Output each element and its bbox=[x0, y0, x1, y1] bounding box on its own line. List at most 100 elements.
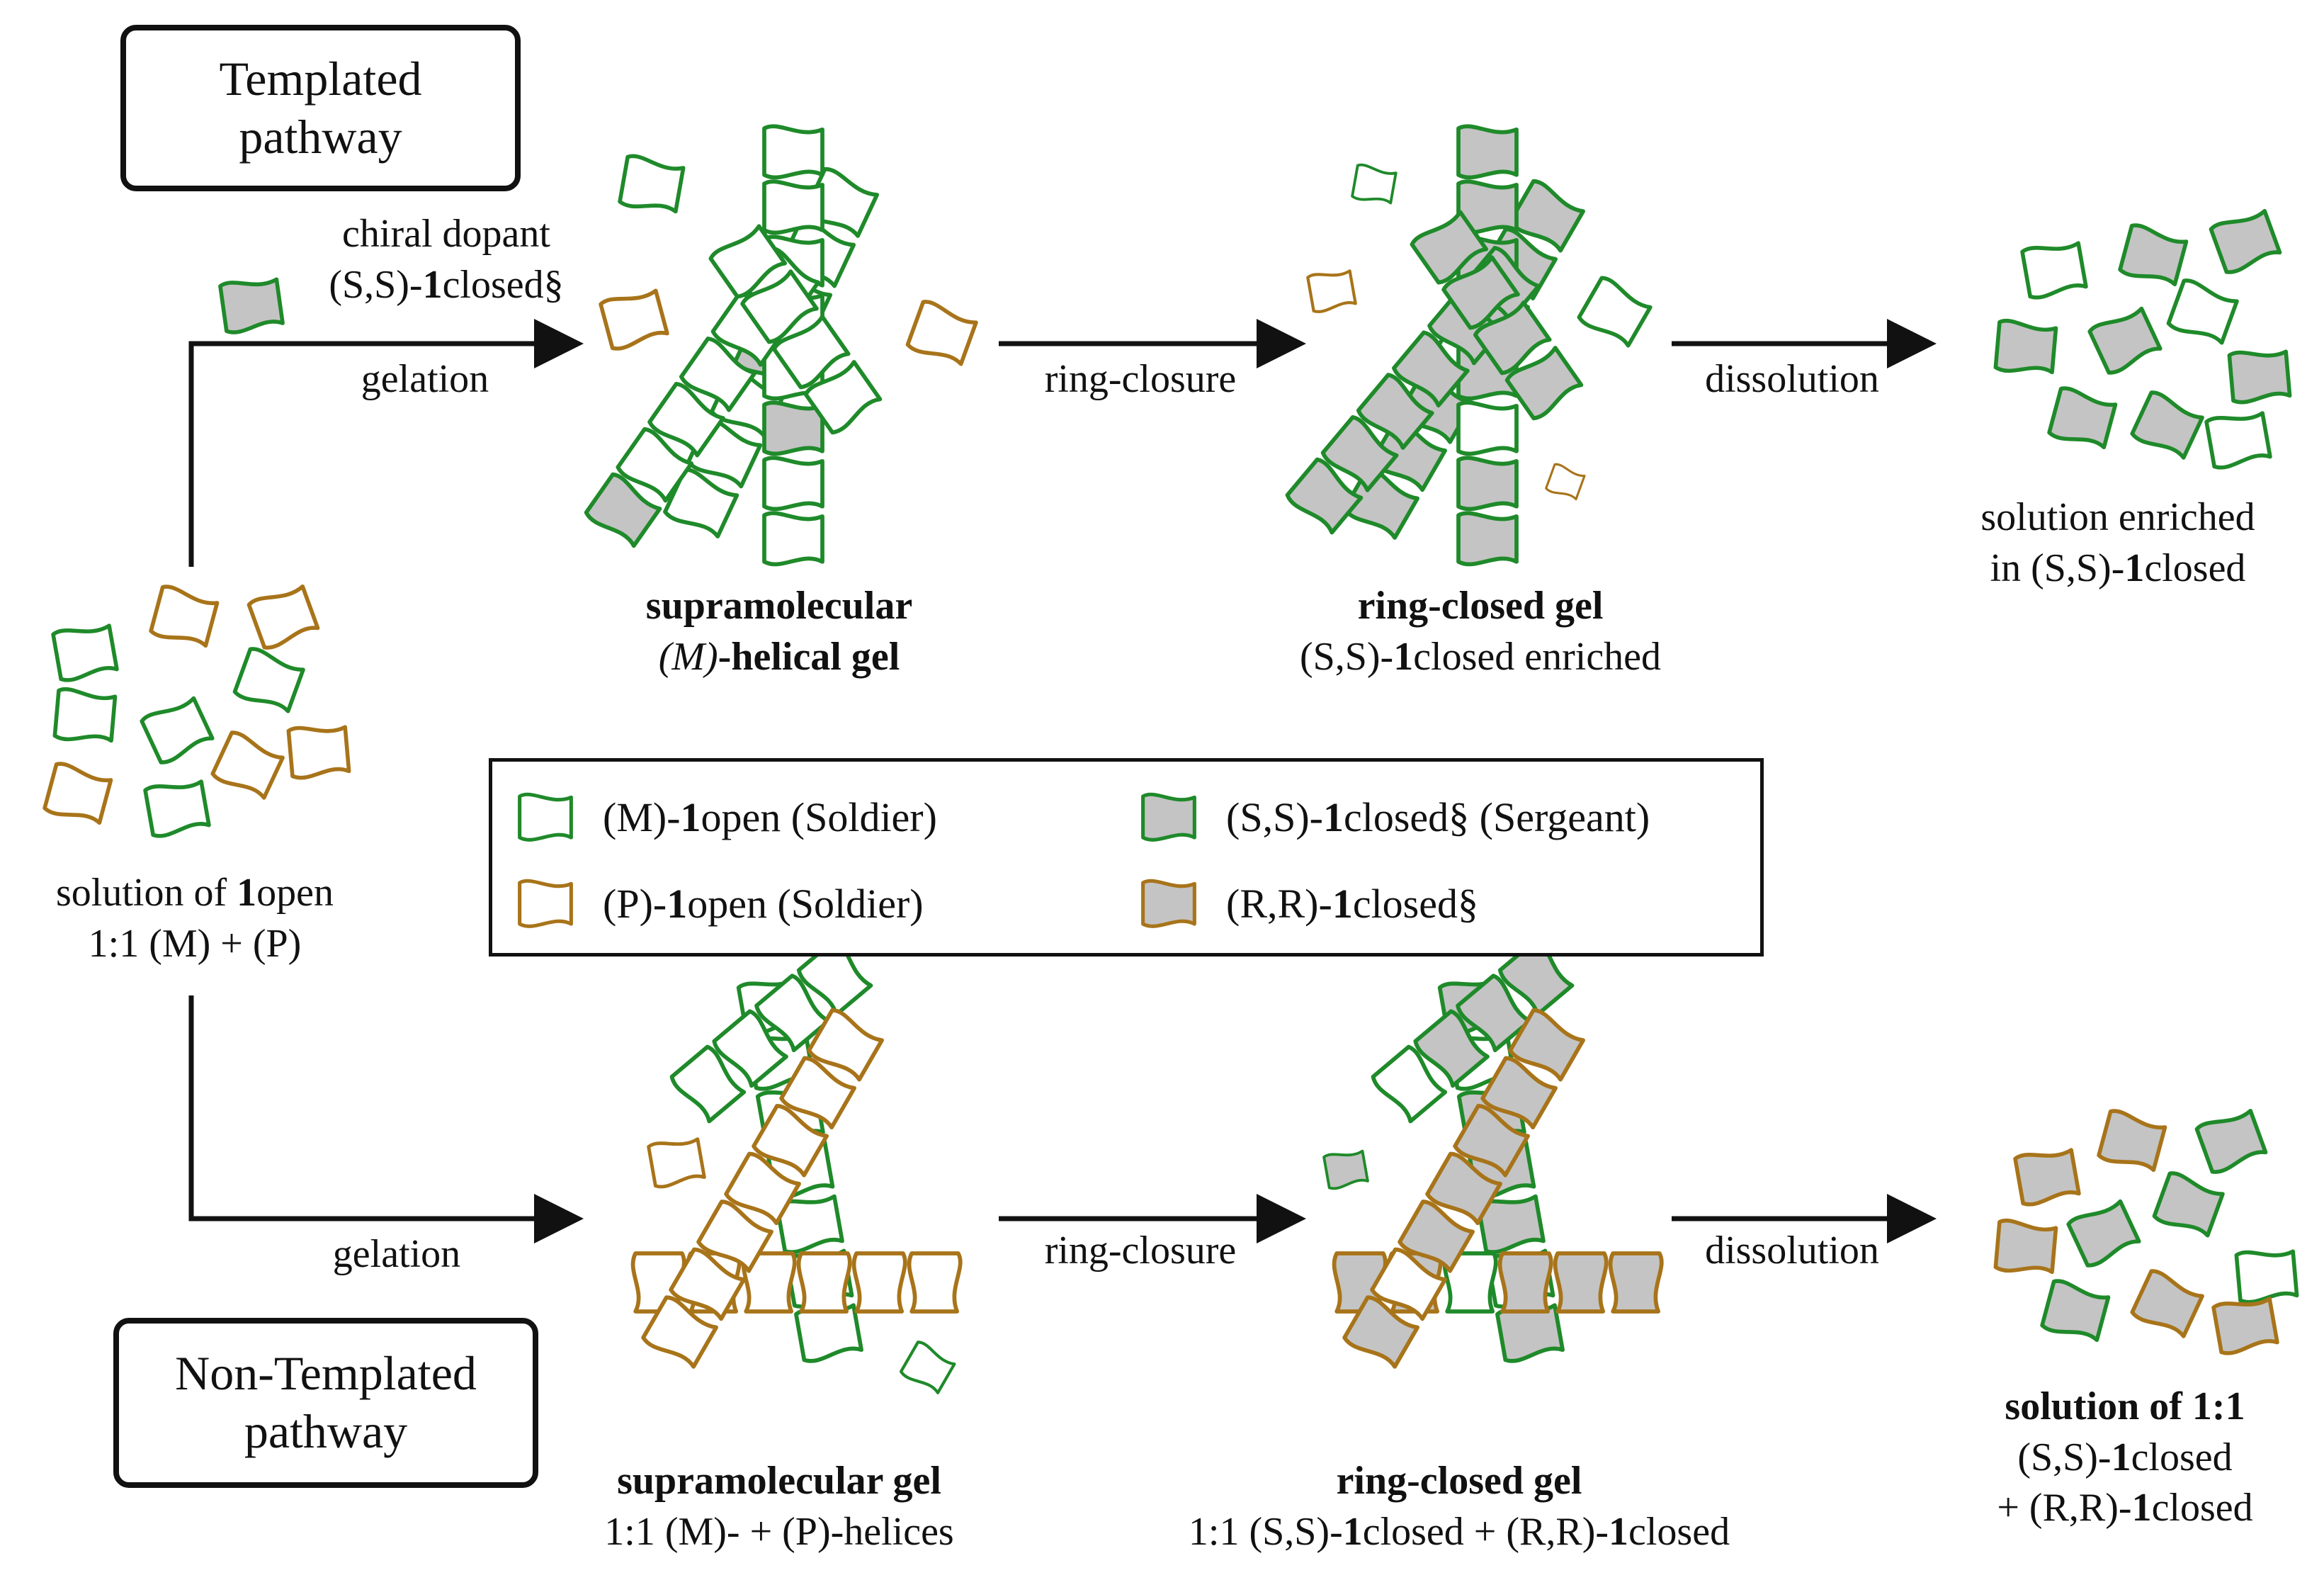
bottom-gel2-line2-a: 1:1 (S,S)- bbox=[1188, 1509, 1343, 1554]
start-unit-icon bbox=[212, 730, 284, 800]
start-unit-icon bbox=[234, 648, 304, 714]
top-result-unit-icon bbox=[2089, 305, 2161, 375]
legend-p-open-b: 1 bbox=[667, 880, 688, 927]
top-result-unit-icon bbox=[2119, 224, 2187, 287]
top-gel2-unit-icon bbox=[1458, 513, 1517, 564]
templated-pathway-box: Templated pathway bbox=[120, 25, 521, 191]
bottom-gel1-free-icon bbox=[900, 1341, 956, 1394]
top-gel2-free-icon bbox=[1544, 462, 1587, 502]
start-unit-icon bbox=[288, 724, 349, 779]
bottom-gel2-unit-icon bbox=[1555, 1253, 1606, 1311]
top-gel2-line2-c: closed enriched bbox=[1413, 634, 1662, 679]
legend-ss-closed-a: (S,S)- bbox=[1226, 794, 1323, 840]
top-ring-closure-label: ring-closure bbox=[1044, 357, 1237, 401]
chiral-dopant-label: chiral dopant (S,S)-1closed§ bbox=[269, 209, 623, 310]
bottom-dissolution-label: dissolution bbox=[1705, 1229, 1879, 1273]
legend-p-open-icon bbox=[506, 875, 584, 932]
bottom-gel1-label: supramolecular gel 1:1 (M)- + (P)-helice… bbox=[552, 1456, 1006, 1557]
start-line1-c: open bbox=[256, 871, 334, 915]
legend-ss-closed-icon bbox=[1130, 789, 1208, 845]
legend-ss-closed-b: 1 bbox=[1322, 794, 1344, 840]
top-gel2-unit-icon bbox=[1458, 402, 1517, 453]
top-result-unit-icon bbox=[2022, 240, 2087, 299]
top-result-unit-icon bbox=[2131, 390, 2204, 460]
bottom-gelation-label: gelation bbox=[332, 1232, 461, 1276]
bottom-gel2-unit-icon bbox=[1500, 1253, 1551, 1311]
legend-p-open-a: (P)- bbox=[603, 880, 667, 927]
top-result-unit-icon bbox=[2167, 279, 2238, 346]
bottom-result-unit-icon bbox=[2015, 1147, 2080, 1206]
top-result-unit-icon bbox=[2048, 387, 2116, 450]
bottom-gel2-label: ring-closed gel 1:1 (S,S)-1closed + (R,R… bbox=[1105, 1456, 1813, 1557]
top-gel2-unit-icon bbox=[1458, 458, 1517, 509]
bottom-result-line2-a: (S,S)- bbox=[2017, 1435, 2112, 1479]
top-result-label: solution enriched in (S,S)-1closed bbox=[1912, 492, 2323, 594]
dopant-line2-a: (S,S)- bbox=[329, 262, 423, 307]
bottom-result-unit-icon bbox=[2153, 1172, 2223, 1238]
legend-rr-closed-b: 1 bbox=[1332, 880, 1353, 927]
bottom-gel2-line2-c: closed + (R,R)- bbox=[1362, 1509, 1609, 1554]
top-result-unit-icon bbox=[1995, 320, 2056, 375]
bottom-gel1-line1: supramolecular gel bbox=[617, 1459, 941, 1503]
bottom-result-unit-icon bbox=[2196, 1108, 2266, 1175]
templated-box-line2: pathway bbox=[239, 109, 402, 164]
top-gel2-free-icon bbox=[1578, 276, 1653, 348]
legend-rr-closed-icon bbox=[1130, 875, 1208, 932]
bottom-gel1-free-icon bbox=[648, 1136, 705, 1188]
bottom-result-line3-b: 1 bbox=[2131, 1486, 2152, 1530]
top-result-line2-c: closed bbox=[2144, 546, 2246, 590]
top-gelation-label: gelation bbox=[361, 357, 489, 401]
top-gel2-line1: ring-closed gel bbox=[1357, 584, 1604, 628]
legend-rr-closed-c: closed§ bbox=[1352, 880, 1478, 927]
top-gel1-line1: supramolecular bbox=[645, 584, 913, 628]
bottom-gel1-unit-icon bbox=[909, 1253, 960, 1311]
bottom-gel1-unit-icon bbox=[799, 1253, 850, 1311]
top-gel2-free-icon bbox=[1350, 162, 1398, 206]
bottom-gel2-line2-b: 1 bbox=[1342, 1509, 1363, 1554]
bottom-result-line3-c: closed bbox=[2151, 1486, 2253, 1530]
top-gel2-line2-a: (S,S)- bbox=[1299, 634, 1394, 679]
start-unit-icon bbox=[145, 779, 210, 837]
top-gel2-free-icon bbox=[1308, 269, 1356, 312]
bottom-gel2-line2-e: closed bbox=[1628, 1509, 1730, 1554]
top-gel2-label: ring-closed gel (S,S)-1closed enriched bbox=[1204, 581, 1757, 682]
top-gel1-unit-icon bbox=[764, 402, 822, 453]
start-line1-a: solution of bbox=[56, 871, 237, 915]
bottom-result-unit-icon bbox=[2041, 1280, 2109, 1343]
start-unit-icon bbox=[55, 689, 115, 743]
bottom-result-line3-a: + (R,R)- bbox=[1997, 1486, 2132, 1530]
top-gel1-unit-icon bbox=[764, 458, 822, 509]
nontemplated-branch-line bbox=[188, 995, 584, 1243]
top-gel2-unit-icon bbox=[1458, 126, 1517, 177]
bottom-gel1-unit-icon bbox=[854, 1253, 905, 1311]
bottom-result-unit-icon bbox=[2236, 1248, 2297, 1303]
bottom-result-unit-icon bbox=[2131, 1269, 2204, 1338]
start-line1-b: 1 bbox=[237, 871, 257, 915]
top-gel1-line2-b: -helical gel bbox=[718, 634, 900, 679]
bottom-result-unit-icon bbox=[2214, 1296, 2278, 1355]
bottom-result-line1: solution of 1:1 bbox=[2005, 1384, 2245, 1428]
legend-m-open-b: 1 bbox=[680, 794, 701, 840]
nontemplated-pathway-box: Non-Templated pathway bbox=[113, 1318, 538, 1488]
top-gel1-free-icon bbox=[619, 155, 684, 214]
start-line2: 1:1 (M) + (P) bbox=[88, 921, 302, 966]
top-gel1-line2-a: (M) bbox=[658, 634, 718, 679]
legend-m-open-a: (M)- bbox=[603, 794, 681, 840]
top-gel1-unit-icon bbox=[764, 181, 822, 232]
top-result-line2-b: 1 bbox=[2124, 546, 2145, 590]
top-result-line1: solution enriched bbox=[1980, 495, 2255, 539]
bottom-gel2-line2-d: 1 bbox=[1609, 1509, 1629, 1554]
start-unit-icon bbox=[53, 623, 118, 682]
legend-m-open-icon bbox=[506, 789, 584, 845]
nontemplated-box-line2: pathway bbox=[244, 1404, 408, 1458]
bottom-result-unit-icon bbox=[2098, 1110, 2166, 1173]
top-gel1-unit-icon bbox=[764, 513, 822, 564]
top-gel2-line2-b: 1 bbox=[1393, 634, 1414, 679]
templated-box-line1: Templated bbox=[219, 51, 422, 106]
bottom-ring-closure-label: ring-closure bbox=[1044, 1229, 1237, 1273]
bottom-result-unit-icon bbox=[1995, 1220, 2056, 1275]
